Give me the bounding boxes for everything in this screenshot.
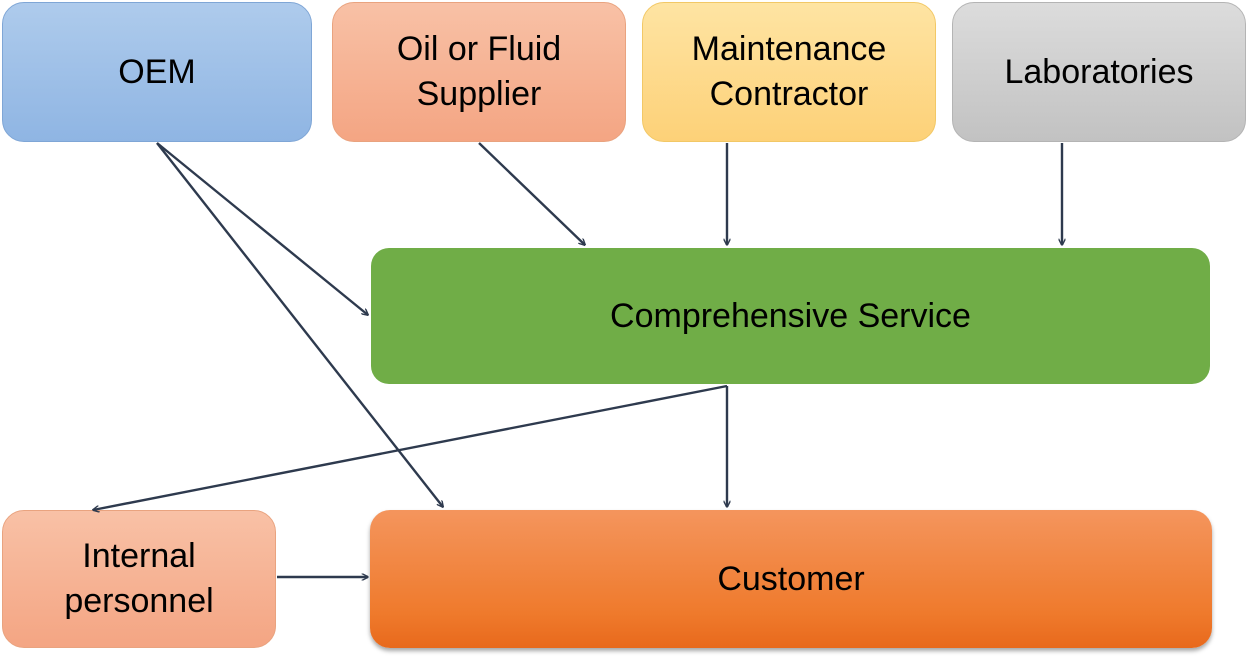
arrow-comprehensive-service-to-internal-personnel <box>93 384 728 510</box>
node-laboratories-label: Laboratories <box>1004 52 1194 91</box>
arrow-oil-supplier-to-comprehensive-service <box>478 142 585 245</box>
node-internal-personnel-label: Internal personnel <box>64 537 214 620</box>
node-oil-fluid-supplier: Oil or Fluid Supplier <box>332 2 626 142</box>
node-customer-label: Customer <box>717 559 865 598</box>
node-comprehensive-service-label: Comprehensive Service <box>610 296 971 335</box>
node-comprehensive-service: Comprehensive Service <box>371 248 1210 384</box>
node-customer: Customer <box>370 510 1212 648</box>
node-laboratories: Laboratories <box>952 2 1246 142</box>
node-maintenance-contractor-label: Maintenance Contractor <box>691 30 887 113</box>
arrow-oem-to-comprehensive-service <box>156 142 368 315</box>
node-internal-personnel: Internal personnel <box>2 510 276 648</box>
node-oem: OEM <box>2 2 312 142</box>
node-oem-label: OEM <box>118 52 196 91</box>
node-maintenance-contractor: Maintenance Contractor <box>642 2 936 142</box>
node-oil-fluid-supplier-label: Oil or Fluid Supplier <box>396 30 562 113</box>
